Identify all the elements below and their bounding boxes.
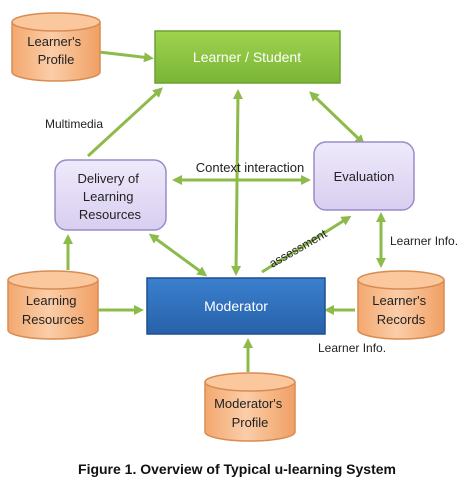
- learning-resources-label-line-1: Learning: [26, 293, 77, 308]
- learning-resources-cylinder: Learning Resources: [7, 270, 99, 340]
- learners-profile-cylinder: Learner's Profile: [11, 12, 101, 82]
- context-interaction-label: Context interaction: [196, 160, 304, 175]
- delivery-label-line-1: Delivery of: [77, 171, 139, 186]
- connectors: [63, 50, 386, 372]
- svg-text:Learning Resources: Learning Resources: [22, 293, 85, 327]
- assessment-label: assessment: [267, 226, 330, 270]
- svg-text:Learner's Records: Learner's Records: [372, 293, 429, 327]
- learner-student-label: Learner / Student: [193, 49, 301, 65]
- svg-text:Learner's Profile: Learner's Profile: [27, 34, 84, 67]
- multimedia-label: Multimedia: [45, 117, 103, 131]
- learning-resources-label-line-2: Resources: [22, 312, 85, 327]
- moderator-label: Moderator: [204, 298, 268, 314]
- arrow-learner-moderator: [231, 89, 243, 276]
- arrow-delivery-moderator: [148, 233, 208, 277]
- delivery-box: Delivery of Learning Resources: [54, 159, 167, 231]
- learner-info-right-label: Learner Info.: [390, 234, 458, 248]
- svg-text:Delivery of Learning: Delivery of Learning Resources: [77, 171, 142, 222]
- arrow-learner-evaluation: [309, 91, 365, 145]
- arrow-assessment: [261, 215, 352, 274]
- moderators-profile-cylinder: Moderator's Profile: [204, 372, 296, 442]
- arrow-profile-to-learner: [98, 50, 154, 63]
- evaluation-label: Evaluation: [334, 169, 395, 184]
- moderator-box: Moderator: [146, 277, 326, 335]
- learners-records-cylinder: Learner's Records: [357, 270, 445, 340]
- delivery-label-line-3: Resources: [79, 207, 142, 222]
- learners-records-label-line-1: Learner's: [372, 293, 426, 308]
- learner-student-box: Learner / Student: [154, 30, 341, 84]
- figure-caption: Figure 1. Overview of Typical u-learning…: [78, 461, 396, 477]
- learners-profile-label-line-1: Learner's: [27, 34, 81, 49]
- evaluation-box: Evaluation: [313, 141, 415, 211]
- learner-info-bottom-label: Learner Info.: [318, 341, 386, 355]
- svg-text:Moderator's Profile: Moderator's Profile: [214, 396, 286, 430]
- learners-records-label-line-2: Records: [377, 312, 426, 327]
- moderators-profile-label-line-1: Moderator's: [214, 396, 283, 411]
- learners-profile-label-line-2: Profile: [38, 52, 75, 67]
- delivery-label-line-2: Learning: [83, 189, 134, 204]
- moderators-profile-label-line-2: Profile: [232, 415, 269, 430]
- arrow-delivery-to-learner: [86, 87, 163, 158]
